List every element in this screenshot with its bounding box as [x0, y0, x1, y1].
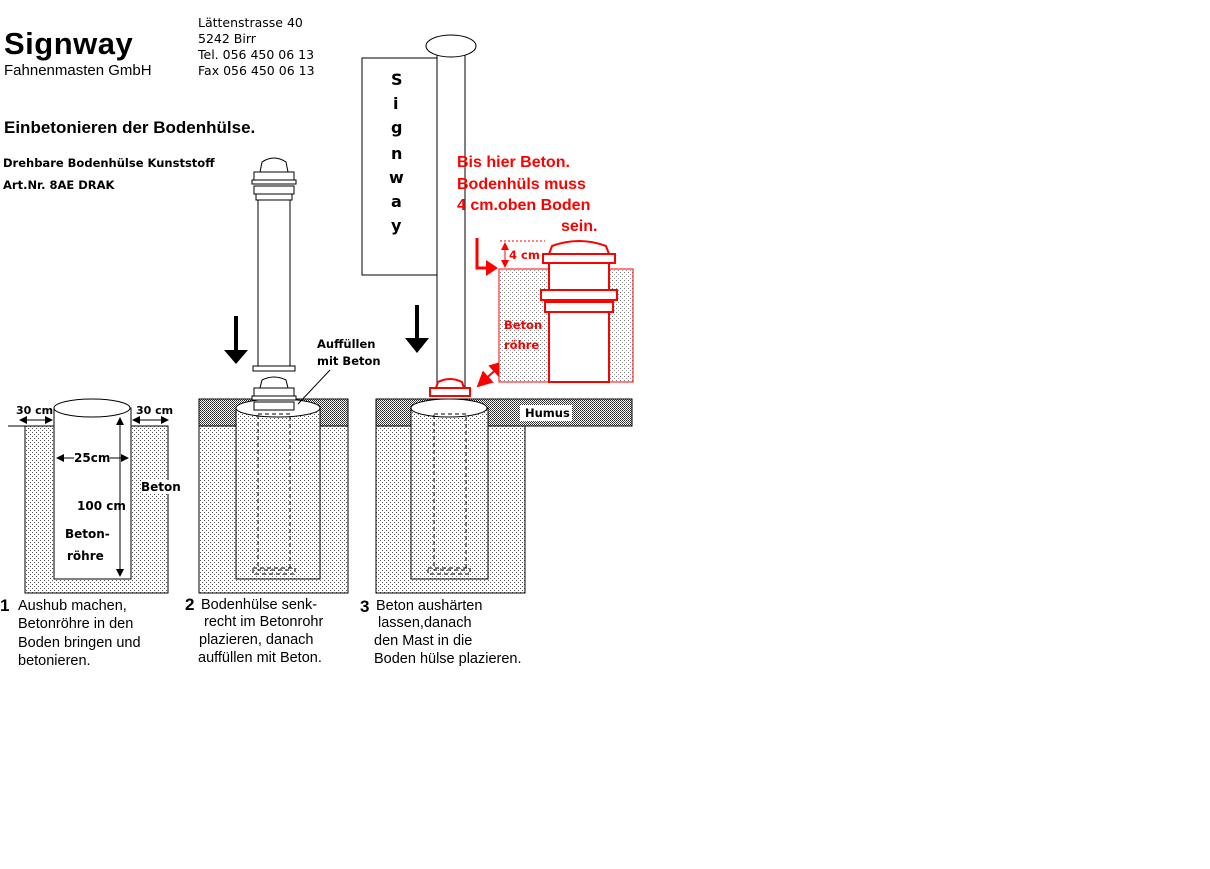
step-3-line: Beton aushärten — [376, 598, 483, 614]
width-label-right: 30 cm — [136, 404, 174, 417]
step-1-line: Aushub machen, — [18, 598, 127, 614]
fill-label-line1: Auffüllen — [317, 337, 376, 351]
detail-sleeve-height — [475, 238, 634, 383]
product-article: Art.Nr. 8AE DRAK — [3, 178, 115, 192]
step-1-line: Betonröhre in den — [18, 616, 134, 632]
height-label: 4 cm — [509, 248, 540, 262]
flag-letter: a — [391, 192, 402, 211]
stage-2-sleeve — [198, 157, 349, 594]
pipe-label-line1: Beton- — [65, 527, 110, 541]
flag-letter: w — [389, 168, 404, 187]
concrete-label: Beton — [141, 480, 181, 494]
step-2-line: plazieren, danach — [199, 632, 314, 648]
step-2-line: recht im Betonrohr — [204, 614, 324, 630]
step-2-line: Bodenhülse senk- — [201, 597, 318, 613]
stage-1-excavation — [8, 398, 169, 594]
flag-letter: i — [393, 94, 399, 113]
company-subtitle: Fahnenmasten GmbH — [4, 62, 152, 79]
diameter-label: 25cm — [74, 451, 111, 465]
company-logo: Signway — [4, 26, 134, 61]
step-3-line: lassen,danach — [378, 615, 472, 631]
flag-letter: S — [391, 70, 403, 89]
step-1-line: Boden bringen und — [18, 635, 141, 651]
flag-letter: g — [391, 118, 403, 137]
product-name: Drehbare Bodenhülse Kunststoff — [3, 156, 215, 170]
detail-pipe-label-line1: Beton — [504, 318, 543, 332]
step-3-number: 3 — [360, 597, 370, 616]
red-note-line: 4 cm.oben Boden — [457, 197, 591, 214]
red-note-line: Bis hier Beton. — [457, 154, 570, 171]
humus-label: Humus — [525, 406, 570, 420]
flag-letter: n — [391, 144, 403, 163]
step-1-line: betonieren. — [18, 653, 91, 669]
page-title: Einbetonieren der Bodenhülse. — [4, 118, 256, 137]
step-3-line: den Mast in die — [374, 633, 473, 649]
address-phone: Tel. 056 450 06 13 — [198, 47, 315, 62]
red-note-line: Bodenhüls muss — [457, 176, 586, 193]
red-note-line: sein. — [561, 218, 598, 235]
step-1-number: 1 — [0, 596, 10, 615]
step-3-line: Boden hülse plazieren. — [374, 651, 522, 667]
address-city: 5242 Birr — [198, 31, 256, 46]
address-fax: Fax 056 450 06 13 — [198, 63, 315, 78]
pipe-label-line2: röhre — [67, 549, 104, 563]
step-2-line: auffüllen mit Beton. — [198, 650, 322, 666]
detail-pipe-label-line2: röhre — [504, 338, 540, 352]
step-2-number: 2 — [185, 595, 195, 614]
address-street: Lättenstrasse 40 — [198, 15, 303, 30]
stage-3-mast — [361, 34, 633, 594]
flag-letter: y — [391, 216, 402, 235]
depth-label: 100 cm — [77, 499, 126, 513]
fill-label-line2: mit Beton — [317, 354, 381, 368]
width-label-left: 30 cm — [16, 404, 54, 417]
